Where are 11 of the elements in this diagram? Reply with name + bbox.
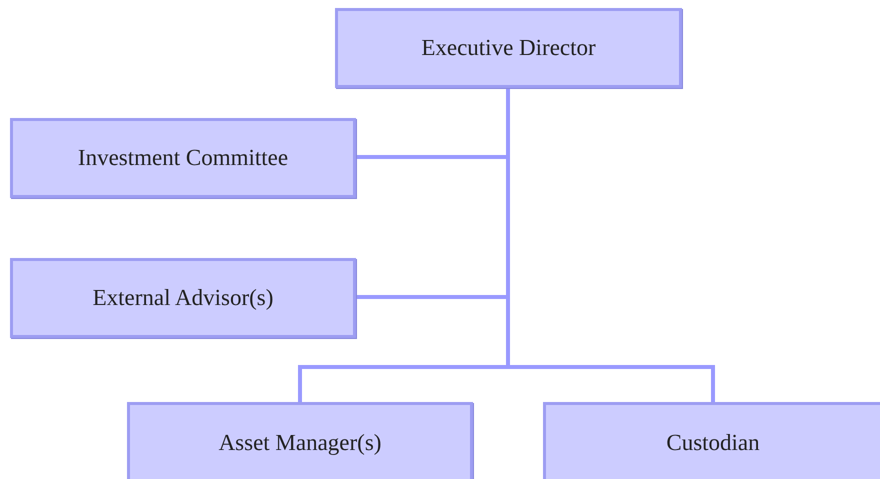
box-label: Asset Manager(s): [218, 430, 382, 456]
connector-line: [506, 88, 715, 402]
org-box: [10, 118, 356, 198]
org-box: [335, 8, 682, 88]
org-box: [543, 402, 880, 479]
box-label: Custodian: [666, 430, 760, 456]
box-label: External Advisor(s): [92, 285, 274, 311]
org-box: [127, 402, 473, 479]
org-box: [10, 258, 356, 338]
box-label: Executive Director: [421, 35, 596, 61]
box-label: Investment Committee: [78, 145, 288, 171]
